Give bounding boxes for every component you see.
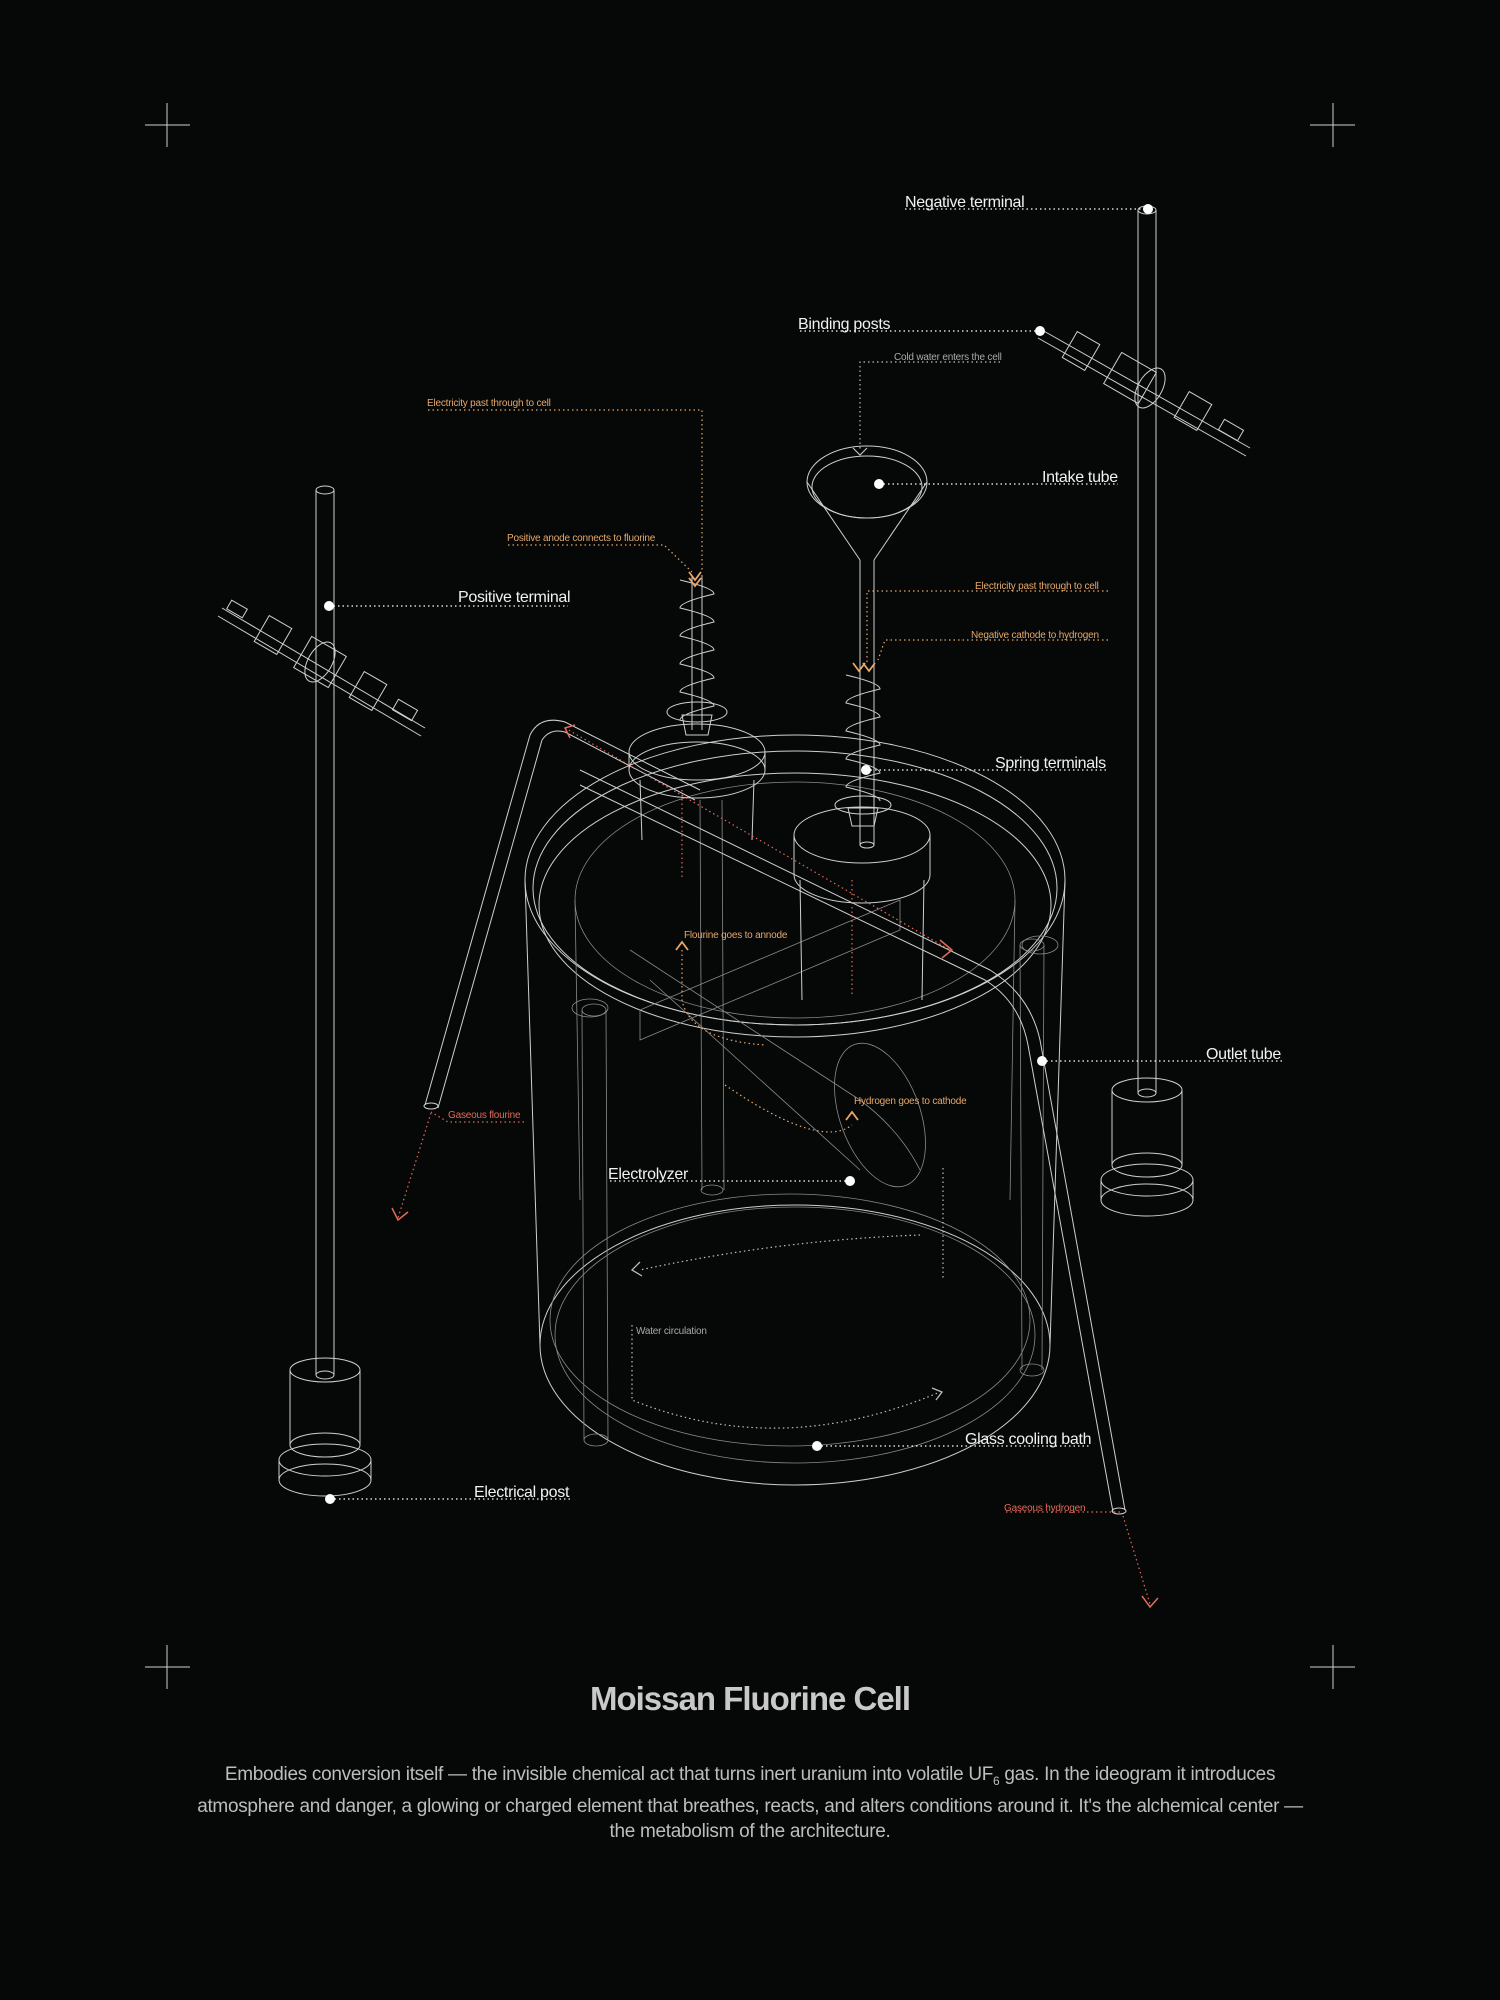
glass-cooling-bath-shape [524, 734, 1066, 1486]
label-gaseous-fluorine: Gaseous flourine [448, 1110, 521, 1121]
description-part-2: gas. In the ideogram it introduces atmos… [197, 1764, 1303, 1842]
callout-dots [324, 204, 1153, 1504]
cathode-port [793, 806, 931, 1001]
label-gaseous-hydrogen: Gaseous hydrogen [1004, 1503, 1085, 1514]
description-subscript: 6 [993, 1773, 1000, 1788]
gas-flow-lines [391, 724, 1159, 1609]
label-electrical-post: Electrical post [474, 1484, 570, 1501]
label-negative-cathode: Negative cathode to hydrogen [971, 630, 1099, 641]
label-cold-water: Cold water enters the cell [894, 352, 1002, 363]
label-positive-anode: Positive anode connects to fluorine [507, 533, 656, 544]
anode-spring [666, 575, 728, 736]
right-stand [1037, 205, 1251, 1217]
left-stand [217, 485, 426, 1497]
label-spring-terminals: Spring terminals [995, 755, 1106, 772]
label-binding-posts: Binding posts [798, 316, 890, 333]
cathode-spring [834, 674, 892, 827]
leader-lines [329, 208, 1282, 1513]
label-intake-tube: Intake tube [1042, 469, 1118, 486]
water-circulation-arrows [630, 1168, 944, 1429]
label-electricity-left: Electricity past through to cell [427, 398, 551, 409]
label-electricity-right: Electricity past through to cell [975, 581, 1099, 592]
diagram-title: Moissan Fluorine Cell [589, 1680, 911, 1717]
electrolyzer-u-tube [629, 899, 926, 1188]
diagram-labels: Negative terminal Binding posts Cold wat… [427, 194, 1282, 1514]
label-water-circulation: Water circulation [636, 1326, 707, 1337]
crop-marks [145, 103, 1355, 1689]
fluorine-outlet-tube [423, 719, 701, 1110]
support-rods [571, 799, 1059, 1447]
label-hydrogen-cathode: Hydrogen goes to cathode [854, 1096, 967, 1107]
diagram-description: Embodies conversion itself — the invisib… [190, 1762, 1310, 1844]
description-part-1: Embodies conversion itself — the invisib… [224, 1764, 994, 1785]
intake-funnel [806, 445, 928, 849]
hydrogen-outlet-tube [579, 769, 1127, 1515]
label-fluorine-anode: Flourine goes to annode [684, 930, 788, 941]
label-outlet-tube: Outlet tube [1206, 1046, 1281, 1063]
label-glass-cooling-bath: Glass cooling bath [965, 1431, 1091, 1448]
label-positive-terminal: Positive terminal [458, 589, 570, 606]
label-negative-terminal: Negative terminal [905, 194, 1024, 211]
internal-gas-arrows [675, 571, 876, 1133]
label-electrolyzer: Electrolyzer [608, 1166, 689, 1183]
anode-port [628, 723, 766, 841]
